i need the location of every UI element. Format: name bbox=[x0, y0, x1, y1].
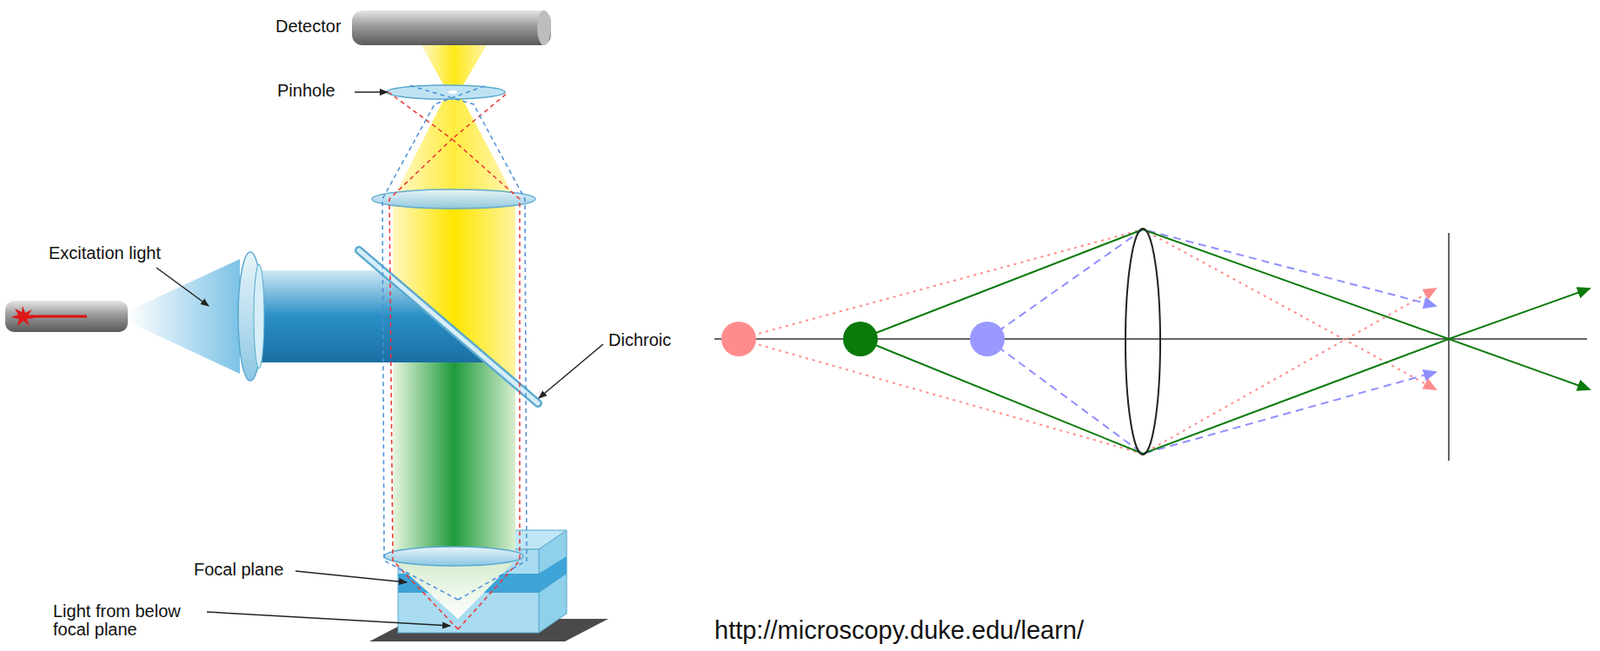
detector-cylinder bbox=[351, 10, 552, 46]
blue-point bbox=[969, 321, 1005, 357]
laser-beam bbox=[26, 315, 87, 319]
pinhole-aperture bbox=[448, 90, 458, 94]
part-label: Light from below focal plane bbox=[53, 602, 203, 639]
focal-plane-side bbox=[538, 556, 567, 593]
emission-cone bbox=[392, 92, 516, 200]
red-ray bbox=[738, 288, 1436, 454]
convex-lens bbox=[1125, 228, 1161, 455]
leader-line bbox=[295, 570, 407, 583]
excitation-beam bbox=[260, 270, 491, 363]
sample-side bbox=[538, 530, 567, 633]
out-of-focus-ray bbox=[451, 92, 520, 630]
tube-lens bbox=[371, 189, 536, 209]
objective-lens bbox=[384, 546, 524, 566]
green-point bbox=[843, 321, 878, 357]
pinhole-plane bbox=[1447, 232, 1450, 461]
objective-cone bbox=[392, 560, 516, 619]
part-label: Detector bbox=[275, 17, 342, 36]
leader-line bbox=[354, 91, 388, 93]
excitation-lens-rim bbox=[253, 264, 265, 369]
out-of-focus-ray bbox=[388, 92, 459, 630]
laser-body bbox=[5, 300, 128, 332]
part-label: Pinhole bbox=[277, 81, 336, 100]
part-label: Excitation light bbox=[48, 244, 161, 263]
leader-line bbox=[206, 611, 451, 626]
excitation-cone bbox=[127, 258, 240, 374]
green-ray bbox=[860, 229, 1590, 339]
off-plane-ray bbox=[382, 85, 487, 600]
laser-star bbox=[11, 305, 35, 326]
detector-cap bbox=[537, 10, 552, 46]
blue-ray bbox=[987, 229, 1436, 339]
green-ray bbox=[860, 338, 1590, 454]
pinhole-plate bbox=[386, 85, 505, 100]
off-plane-ray bbox=[408, 85, 527, 600]
part-label: Dichroic bbox=[608, 331, 671, 350]
blue-ray bbox=[987, 338, 1436, 454]
source-url: http://microscopy.duke.edu/learn/ bbox=[714, 617, 1084, 644]
red-point bbox=[721, 321, 757, 357]
part-label: Focal plane bbox=[193, 560, 284, 579]
leader-line bbox=[156, 267, 209, 306]
dichroic-mirror-face bbox=[358, 250, 538, 404]
red-ray bbox=[738, 229, 1436, 390]
leader-line bbox=[538, 344, 604, 399]
dichroic-mirror bbox=[358, 250, 538, 404]
